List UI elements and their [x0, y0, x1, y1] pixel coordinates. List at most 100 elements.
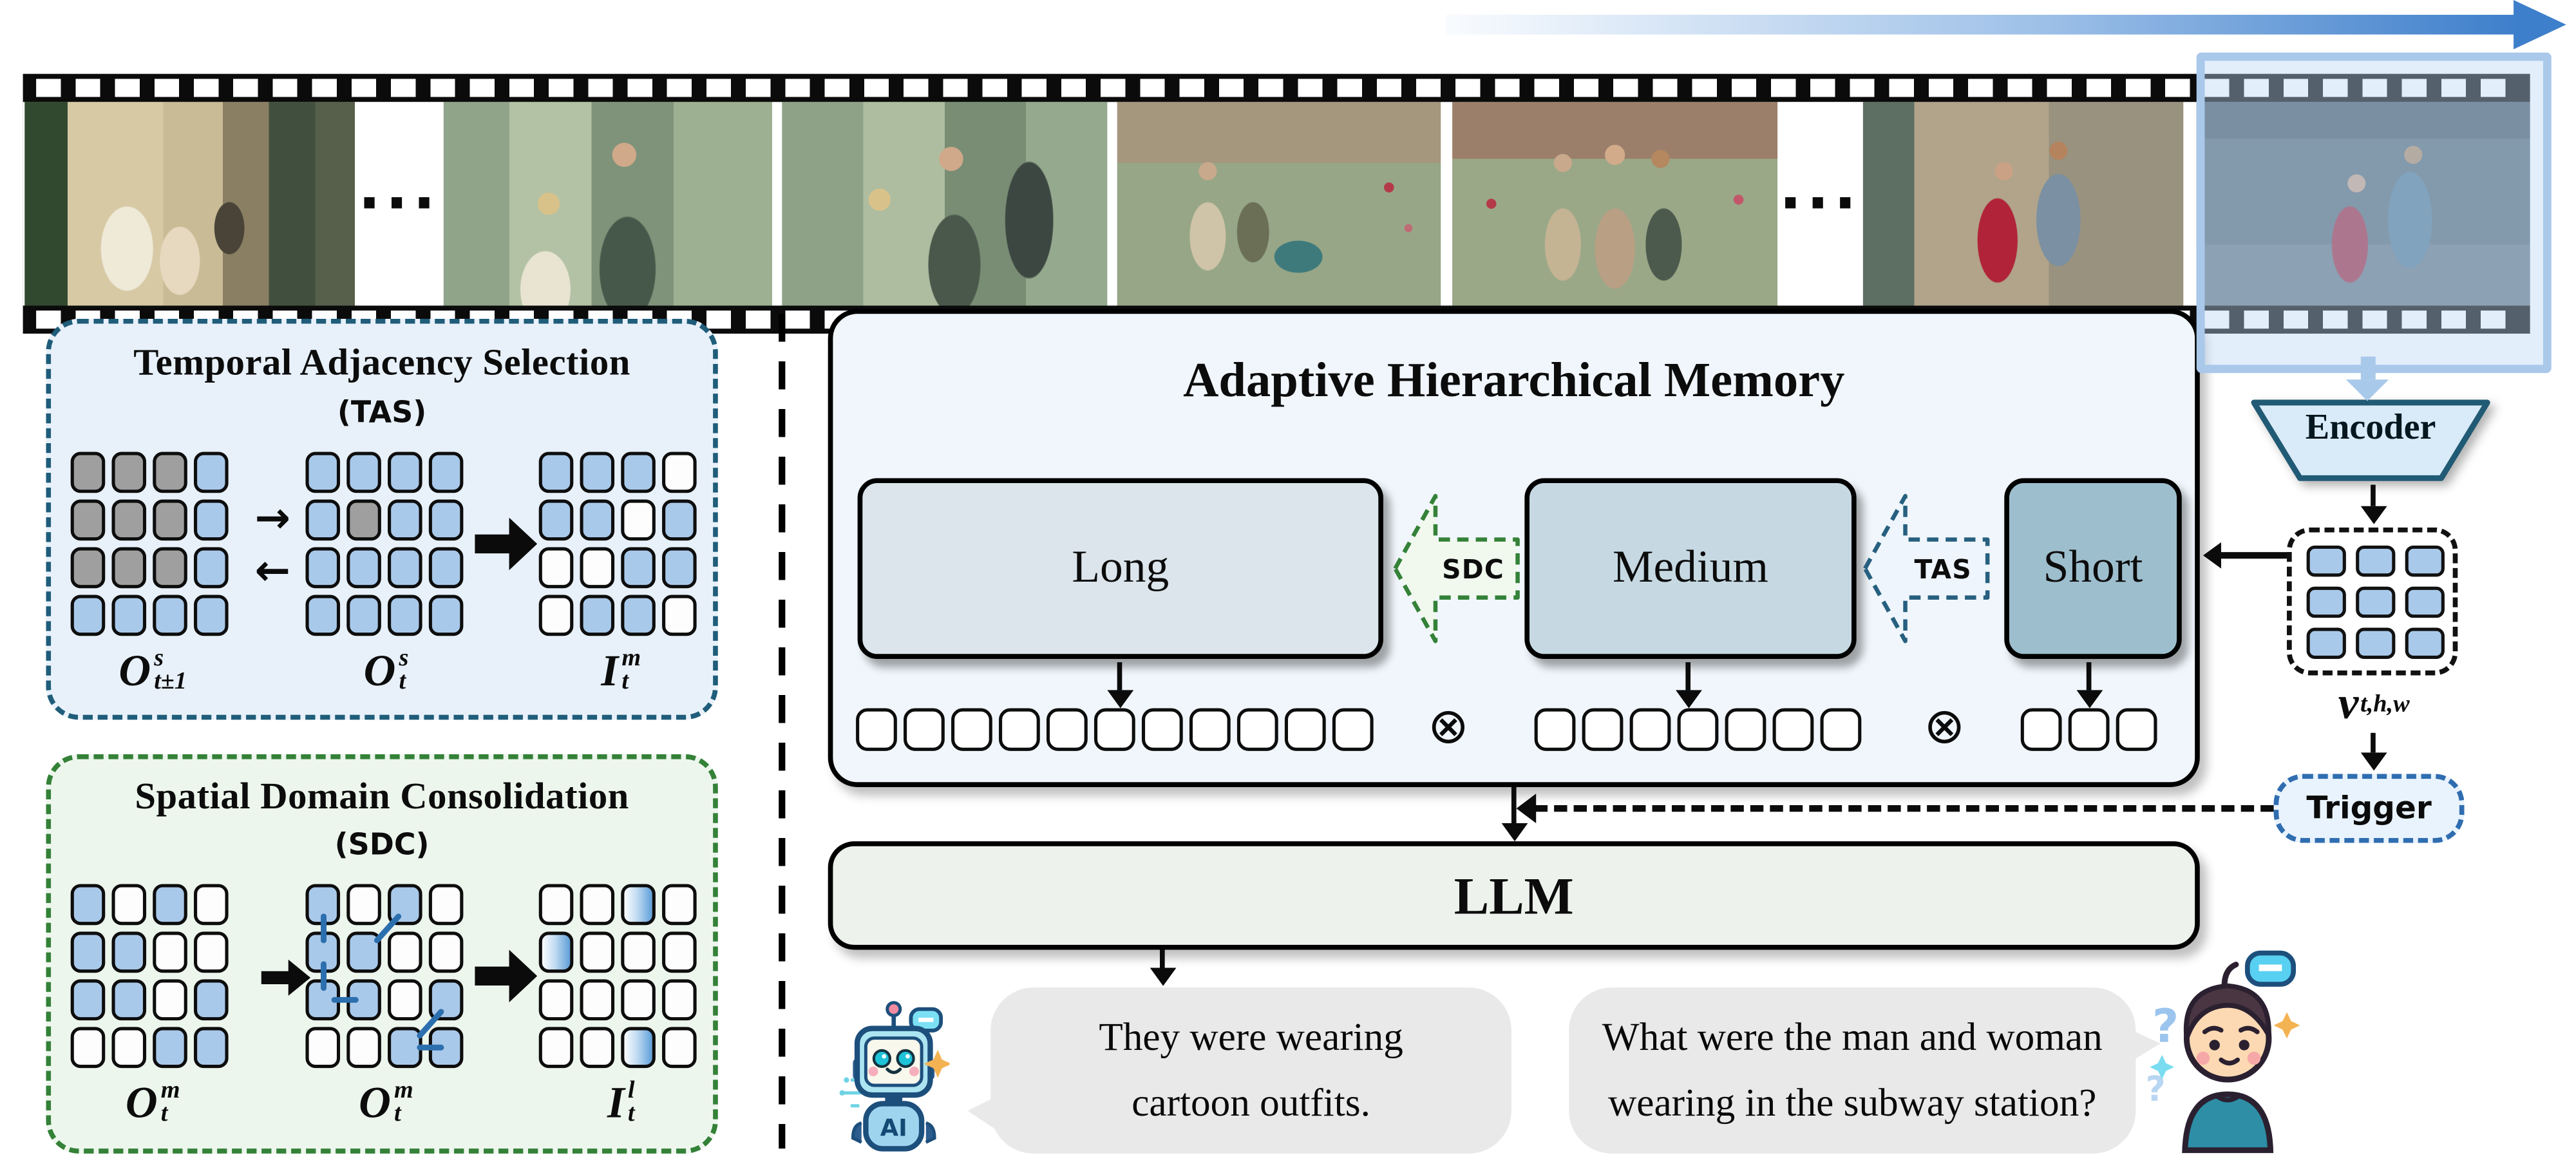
sdc-transfer-label: SDC	[1442, 553, 1505, 584]
feature-token-cell	[2405, 545, 2445, 577]
film-perforations-top	[23, 73, 2530, 102]
token-cell	[580, 884, 615, 926]
sdc-grid-input	[70, 884, 229, 1069]
token-cell	[70, 1027, 106, 1069]
otimes-operator-icon: ⊗	[1427, 698, 1469, 756]
token-cell	[1582, 708, 1624, 751]
long-memory-label: Long	[1072, 542, 1170, 593]
memory-to-llm-arrow	[1511, 786, 1517, 824]
token-cell	[951, 708, 992, 751]
token-cell	[904, 708, 945, 751]
tas-transfer-label: TAS	[1914, 553, 1972, 584]
tas-panel: Temporal Adjacency Selection (TAS) → ← O…	[46, 318, 718, 720]
medium-token-row	[1534, 708, 1862, 751]
token-cell	[1332, 708, 1374, 751]
token-cell	[999, 708, 1040, 751]
sdc-result-arrow-icon	[475, 949, 538, 1003]
long-token-row	[856, 708, 1374, 751]
film-frame-red-dress-couple	[1862, 102, 2184, 306]
tas-grid-current	[305, 452, 464, 636]
token-cell	[538, 499, 574, 541]
current-frame-highlight	[2196, 52, 2552, 374]
token-cell	[662, 499, 697, 541]
token-cell	[305, 595, 341, 636]
token-cell	[1141, 708, 1183, 751]
token-cell	[194, 595, 229, 636]
token-cell	[580, 499, 615, 541]
token-cell	[1820, 708, 1862, 751]
sdc-step-arrow-icon	[261, 959, 311, 996]
token-cell	[621, 1027, 656, 1069]
token-cell	[153, 452, 187, 493]
token-cell	[428, 595, 464, 636]
encoder-label: Encoder	[2305, 406, 2436, 447]
tas-panel-subtitle: (TAS)	[337, 395, 427, 431]
token-cell	[111, 499, 147, 541]
token-cell	[111, 595, 147, 636]
token-cell	[2020, 708, 2062, 751]
trigger-to-llm-dashed-arrow	[1534, 805, 2274, 812]
feature-token-cell	[2356, 545, 2396, 577]
sdc-grid-result	[538, 884, 697, 1069]
token-cell	[580, 931, 615, 973]
token-cell	[1189, 708, 1231, 751]
token-cell	[194, 931, 229, 973]
token-cell	[538, 1027, 574, 1069]
token-cell	[580, 1027, 615, 1069]
llm-to-answer-arrow	[1160, 949, 1165, 968]
token-cell	[662, 452, 697, 493]
token-cell	[2068, 708, 2110, 751]
token-cell	[2116, 708, 2157, 751]
ellipsis-frames-right: ···	[1777, 102, 1863, 306]
llm-box: LLM	[828, 841, 2200, 950]
feature-token-grid	[2287, 527, 2458, 676]
tas-transfer-arrow: TAS	[1861, 485, 1991, 652]
token-cell	[662, 1027, 697, 1069]
tokens-to-memory-arrow	[2221, 552, 2287, 559]
token-cell	[1046, 708, 1088, 751]
token-cell	[1677, 708, 1719, 751]
token-cell	[580, 979, 615, 1021]
medium-to-tokens-arrow	[1685, 662, 1690, 691]
tas-grid-result	[538, 452, 697, 636]
token-cell	[153, 931, 187, 973]
sdc-panel-title: Spatial Domain Consolidation	[135, 776, 629, 817]
short-token-row	[2020, 708, 2157, 751]
short-to-tokens-arrow	[2086, 662, 2092, 691]
token-cell	[111, 979, 147, 1021]
token-cell	[388, 979, 422, 1021]
token-cell	[621, 499, 656, 541]
token-cell	[388, 931, 422, 973]
token-cell	[538, 884, 574, 926]
film-frame-subway-costumes	[24, 102, 355, 306]
film-frame-forest-couple	[443, 102, 772, 306]
film-strip: ··· ···	[23, 73, 2530, 334]
token-cell	[153, 979, 187, 1021]
token-cell	[346, 1027, 381, 1069]
token-cell	[1629, 708, 1671, 751]
ai-answer-line-2: cartoon outfits.	[1132, 1081, 1370, 1125]
token-cell	[662, 547, 697, 589]
token-cell	[346, 547, 381, 589]
token-cell	[621, 547, 656, 589]
token-cell	[70, 452, 106, 493]
tas-grid-adjacent	[70, 452, 229, 636]
token-cell	[70, 499, 106, 541]
trigger-label: Trigger	[2306, 790, 2432, 827]
sdc-merge-links	[321, 913, 444, 1051]
token-cell	[621, 931, 656, 973]
film-frame-garden-group	[1452, 102, 1778, 306]
token-cell	[538, 452, 574, 493]
feature-token-cell	[2306, 545, 2346, 577]
feature-token-cell	[2356, 627, 2396, 659]
token-cell	[538, 931, 574, 973]
token-cell	[538, 979, 574, 1021]
token-cell	[538, 595, 574, 636]
frame-to-encoder-arrowhead-icon	[2345, 379, 2389, 401]
token-cell	[70, 979, 106, 1021]
token-cell	[194, 452, 229, 493]
token-cell	[305, 452, 341, 493]
